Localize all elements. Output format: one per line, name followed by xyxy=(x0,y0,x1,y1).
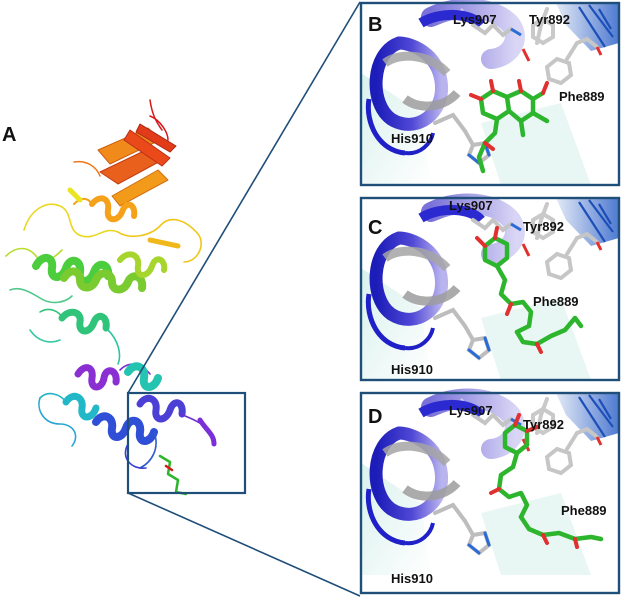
protein-ribbon xyxy=(5,99,217,496)
zoom-line-bottom xyxy=(127,492,361,597)
panel-b-frame xyxy=(359,1,621,187)
panel-d-label: D xyxy=(368,406,382,428)
residue-label-his910: His910 xyxy=(391,131,433,146)
panel-c-label: C xyxy=(368,217,382,239)
residue-label-lys907: Lys907 xyxy=(449,403,493,418)
residue-label-tyr892: Tyr892 xyxy=(529,12,570,27)
residue-label-phe889: Phe889 xyxy=(559,89,605,104)
ligand-d xyxy=(489,413,604,549)
binding-site-box xyxy=(126,391,247,495)
residue-label-tyr892: Tyr892 xyxy=(523,417,564,432)
ligand-b xyxy=(469,79,550,174)
residue-label-his910: His910 xyxy=(391,362,433,377)
residue-label-his910: His910 xyxy=(391,571,433,586)
residue-label-phe889: Phe889 xyxy=(533,294,579,309)
residue-label-tyr892: Tyr892 xyxy=(523,219,564,234)
panel-d-frame xyxy=(359,391,621,595)
residue-label-phe889: Phe889 xyxy=(561,503,607,518)
panel-a-label: A xyxy=(2,124,16,146)
panel-a: A xyxy=(2,1,361,597)
panel-c: C Lys907 Tyr892 Phe889 His910 xyxy=(361,198,619,380)
panel-b: B Lys907 Tyr892 Phe889 His910 xyxy=(361,3,619,185)
zoom-line-top xyxy=(127,1,361,394)
panel-b-label: B xyxy=(368,14,382,36)
panel-d: D Lys907 Tyr892 Phe889 His910 xyxy=(359,391,621,595)
ligand-c xyxy=(475,226,584,354)
residue-label-lys907: Lys907 xyxy=(449,198,493,213)
panel-c-frame xyxy=(359,196,621,382)
residue-label-lys907: Lys907 xyxy=(453,12,497,27)
